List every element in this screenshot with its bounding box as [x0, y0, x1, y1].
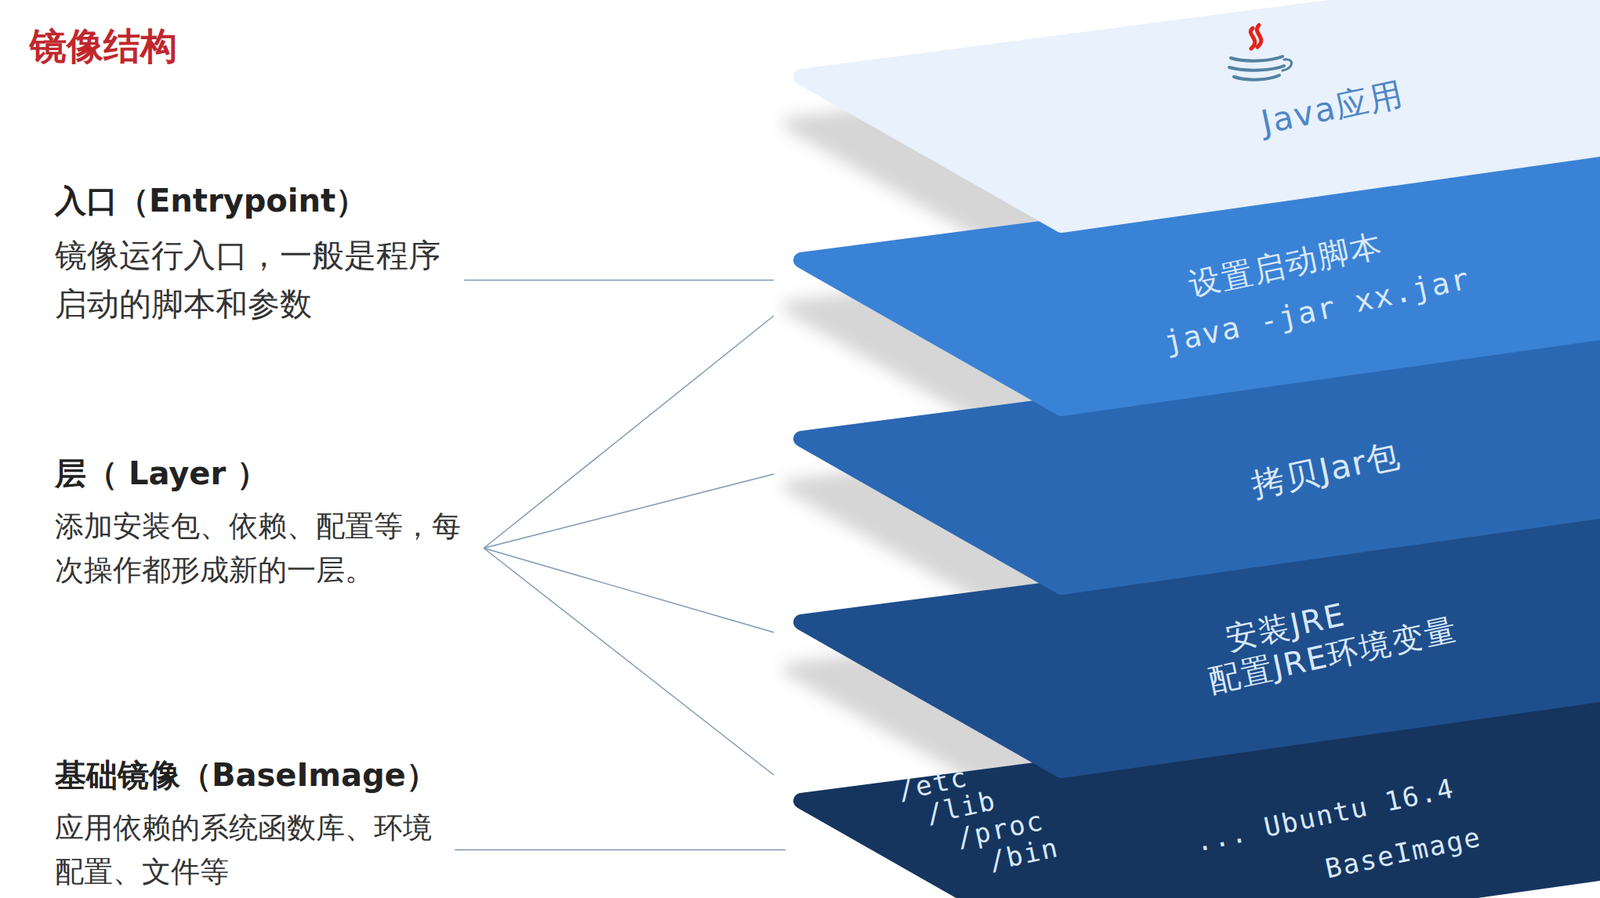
leader-line [483, 548, 774, 634]
description-block: 层（ Layer ） 添加安装包、依赖、配置等，每次操作都形成新的一层。 [54, 454, 470, 592]
block-heading: 入口（Entrypoint） [54, 181, 450, 220]
block-heading: 基础镜像（BaseImage） [54, 756, 441, 795]
image-layer: Java应用 [801, 0, 1600, 226]
block-body: 应用依赖的系统函数库、环境配置、文件等 [54, 806, 441, 894]
leader-line [464, 279, 774, 281]
leader-line [483, 315, 774, 549]
description-block: 入口（Entrypoint） 镜像运行入口，一般是程序启动的脚本和参数 [54, 181, 450, 329]
leader-line [483, 474, 774, 549]
block-body: 添加安装包、依赖、配置等，每次操作都形成新的一层。 [54, 504, 470, 592]
layer-plate [801, 694, 1600, 898]
layer-shape [801, 0, 1600, 226]
description-block: 基础镜像（BaseImage） 应用依赖的系统函数库、环境配置、文件等 [54, 756, 441, 894]
block-heading: 层（ Layer ） [54, 454, 470, 493]
java-icon [1207, 21, 1302, 93]
leader-line [454, 849, 786, 851]
leader-line [483, 548, 774, 777]
title: 镜像结构 [29, 21, 178, 72]
block-body: 镜像运行入口，一般是程序启动的脚本和参数 [54, 232, 450, 329]
